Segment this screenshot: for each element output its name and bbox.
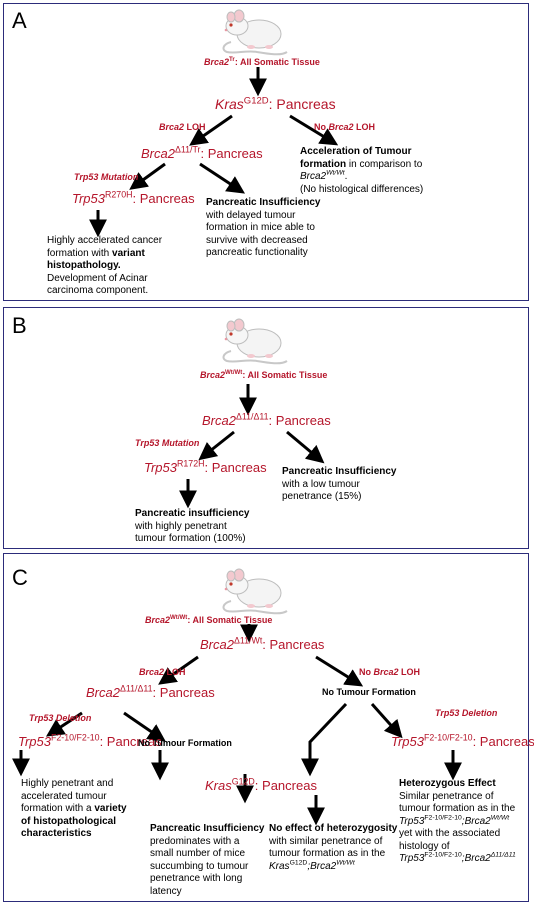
edge-label-no-loh: No Brca2 LOH	[314, 122, 376, 132]
outcome-variety-histopathology: Highly penetrant and accelerated tumour …	[21, 778, 127, 839]
panel-label: B	[12, 313, 27, 338]
brca2-het-node: Brca2Δ11/Wt: Pancreas	[200, 635, 325, 652]
outcome-accelerated-cancer: Highly accelerated cancer formation with…	[47, 235, 163, 296]
kras-node: KrasG12D: Pancreas	[215, 95, 336, 112]
genotype-root: Brca2Wt/Wt: All Somatic Tissue	[200, 369, 328, 380]
brca2-hom-node: Brca2Δ11/Δ11: Pancreas	[86, 683, 215, 700]
outcome-low-penetrance: Pancreatic Insufficiency with a low tumo…	[282, 466, 397, 502]
trp53-node: Trp53R270H: Pancreas	[72, 189, 195, 206]
outcome-acceleration: Acceleration of Tumour formation in comp…	[300, 146, 424, 195]
edge-label-loh: Brca2 LOH	[139, 667, 186, 677]
genotype-root: Brca2Tr: All Somatic Tissue	[204, 56, 320, 67]
trp53-node: Trp53R172H: Pancreas	[144, 458, 267, 475]
trp53-node-left: Trp53F2-10/F2-10: Pancreas	[18, 732, 162, 749]
mouse-icon	[222, 318, 288, 365]
outcome-high-penetrance: Pancreatic insufficiency with highly pen…	[135, 508, 250, 544]
panel-c	[3, 553, 529, 902]
edge-label-loh: Brca2 LOH	[159, 122, 206, 132]
no-tumour-formation-right: No Tumour Formation	[322, 687, 416, 697]
no-tumour-formation-mid: No Tumour Formation	[138, 738, 232, 748]
edge-label-trp53-deletion-left: Trp53 Deletion	[29, 713, 92, 723]
brca2-node: Brca2Δ11/Δ11: Pancreas	[202, 411, 331, 428]
outcome-pancreatic-insufficiency-latency: Pancreatic Insufficiency predominates wi…	[150, 823, 265, 897]
edge-label-no-loh: No Brca2 LOH	[359, 667, 421, 677]
outcome-pancreatic-insufficiency: Pancreatic Insufficiency with delayed tu…	[206, 197, 321, 258]
brca2-node: Brca2Δ11/Tr: Pancreas	[141, 144, 263, 161]
outcome-heterozygous-effect: Heterozygous Effect Similar penetrance o…	[399, 778, 516, 864]
panel-label: A	[12, 8, 27, 33]
edge-label-trp53-mutation: Trp53 Mutation	[135, 438, 200, 448]
panel-label: C	[12, 565, 28, 590]
edge-label-trp53-mutation: Trp53 Mutation	[74, 172, 139, 182]
mouse-icon	[222, 568, 288, 615]
trp53-node-right: Trp53F2-10/F2-10: Pancreas	[391, 732, 534, 749]
mouse-icon	[222, 9, 288, 56]
outcome-no-heterozygosity-effect: No effect of heterozygosity with similar…	[269, 823, 398, 872]
edge-label-trp53-deletion-right: Trp53 Deletion	[435, 708, 498, 718]
kras-node: KrasG12D: Pancreas	[205, 776, 317, 793]
genotype-root: Brca2Wt/Wt: All Somatic Tissue	[145, 614, 273, 625]
